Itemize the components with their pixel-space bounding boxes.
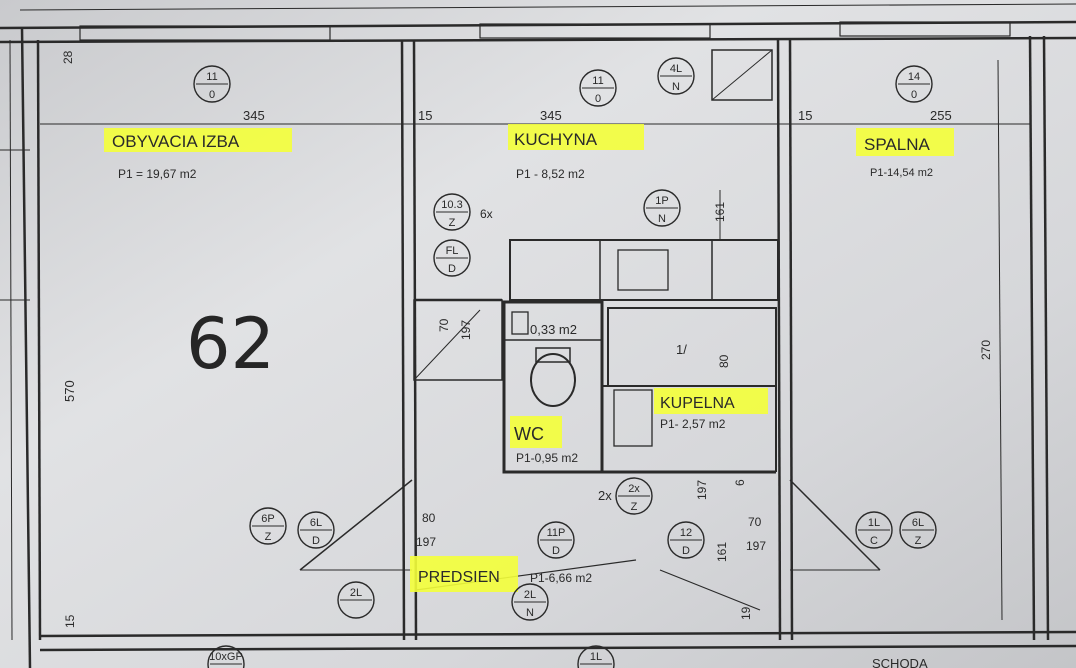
tag-circle-t14 [899,511,937,549]
tag-circle-t8 [615,477,653,515]
dim-kitchen-width: 345 [540,108,562,123]
tag-text-t1-0: 11 [206,71,217,83]
room-area-bedroom: P1-14,54 m2 [870,167,933,179]
door-tags: 1101104LN14010.3ZFLD1PN2xZ11PD12D6PZ6LD1… [193,57,937,668]
dim-door-side-19: 19 [739,606,753,620]
room-area-wc: P1-0,95 m2 [516,451,578,465]
dim-closet-197: 197 [459,320,473,340]
note-multiplier: 6x [480,207,493,221]
tag-text-t5-0: 10.3 [441,199,462,211]
tag-text-t16-0: 10xGP [209,651,243,663]
dim-wall-b: 15 [798,108,812,123]
tag-circle-t11 [249,507,287,545]
note-bath-mark: 1/ [676,342,687,357]
dim-wall-a: 15 [418,108,432,123]
tag-text-t8-1: Z [631,501,638,513]
room-name-hall: PREDSIEN [418,569,500,586]
tag-text-t14-1: Z [915,535,922,547]
tag-text-t7-1: N [658,213,666,225]
room-name-living: OBYVACIA IZBA [112,132,240,151]
dim-door-living-197: 197 [416,535,436,549]
dim-right-side: 270 [979,340,993,360]
tag-circle-t10 [667,521,705,559]
closet-area: 0,33 m2 [530,322,577,337]
tag-circle-t13 [855,511,893,549]
tag-text-t13-1: C [870,535,878,547]
dimension-labels: 28 345 15 345 15 255 570 15 161 270 70 1… [61,50,993,628]
tag-circle-t18 [337,581,375,619]
tag-circle-t9 [537,521,575,559]
tag-text-t11-1: Z [265,531,272,543]
tag-text-t13-0: 1L [868,517,880,529]
tag-text-t10-1: D [682,545,690,557]
tag-circle-t15 [511,583,549,621]
tag-circle-t12 [297,511,335,549]
room-area-bathroom: P1- 2,57 m2 [660,417,726,431]
room-area-kitchen: P1 - 8,52 m2 [516,167,585,181]
tag-text-t2-0: 11 [592,75,603,87]
tag-text-t8-0: 2x [628,483,640,495]
dim-vert-161: 161 [713,202,727,222]
dim-door-bath-6: 6 [733,479,747,486]
room-area-living: P1 = 19,67 m2 [118,167,197,181]
tag-circle-t3 [657,57,695,95]
tag-circle-t16 [207,645,245,668]
dim-door-bath-197: 197 [695,480,709,500]
dim-door-entry-161: 161 [715,542,729,562]
tag-text-t7-0: 1P [655,195,668,207]
tag-text-t9-1: D [552,545,560,557]
tag-text-t18-0: 2L [350,587,362,599]
tag-circle-t7 [643,189,681,227]
room-area-hall: P1-6,66 m2 [530,571,592,585]
dim-closet-70: 70 [437,318,451,332]
tag-circle-t1 [193,65,231,103]
tag-text-t12-1: D [312,535,320,547]
tag-text-t12-0: 6L [310,517,322,529]
room-name-wc: WC [514,424,544,444]
tag-text-t2-1: 0 [595,93,601,105]
room-name-kitchen: KUCHYNA [514,130,598,149]
tag-circle-t4 [895,65,933,103]
tag-text-t6-1: D [448,263,456,275]
tag-text-t1-1: 0 [209,89,215,101]
tag-text-t9-0: 11P [547,527,566,539]
tag-text-t6-0: FL [446,245,459,257]
tag-text-t3-0: 4L [670,63,682,75]
tag-text-t4-1: 0 [911,89,917,101]
tag-circle-t2 [579,69,617,107]
bottom-right-text: SCHODA [872,656,928,668]
dim-top-left: 28 [61,50,75,64]
tag-circle-t17 [577,645,615,668]
dim-living-height: 570 [62,380,77,402]
dim-living-width: 345 [243,108,265,123]
dim-door-bedroom-197: 197 [746,539,766,553]
dim-door-living-80: 80 [422,511,436,525]
tag-text-t15-0: 2L [524,589,536,601]
tag-text-t3-1: N [672,81,680,93]
tag-text-t11-0: 6P [261,513,274,525]
walls [0,3,1076,668]
tag-text-t5-1: Z [449,217,456,229]
dim-bedroom-width: 255 [930,108,952,123]
tag-text-t17-0: 1L [590,651,602,663]
dim-bottom-left: 15 [63,614,77,628]
tag-circle-t6 [433,239,471,277]
dim-bath-80: 80 [717,354,731,368]
tag-text-t15-1: N [526,607,534,619]
note-door-mark: 2x [598,488,612,503]
room-name-bedroom: SPALNA [864,135,930,154]
tag-text-t4-0: 14 [908,71,920,83]
room-labels: OBYVACIA IZBA P1 = 19,67 m2 KUCHYNA P1 -… [104,124,954,592]
apartment-number: 62 [186,303,275,385]
tag-text-t10-0: 12 [680,527,692,539]
tag-circle-t5 [433,193,471,231]
tag-text-t14-0: 6L [912,517,924,529]
room-name-bathroom: KUPELNA [660,395,735,412]
dim-door-bedroom-70: 70 [748,515,762,529]
